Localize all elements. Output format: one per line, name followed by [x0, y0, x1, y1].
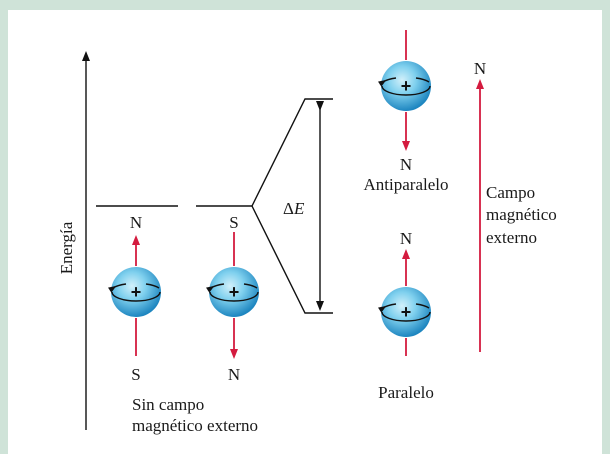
- pole-n-left-top: N: [130, 213, 142, 232]
- field-pole-n: N: [474, 59, 486, 78]
- nucleus-left-down: +: [209, 232, 259, 354]
- parallel-label: Paralelo: [378, 383, 434, 402]
- caption-no-field-line2: magnético externo: [132, 416, 258, 435]
- field-label-line1: Campo: [486, 183, 535, 202]
- nucleus-plus: +: [401, 76, 412, 96]
- nucleus-plus: +: [131, 282, 142, 302]
- antiparallel-label: Antiparalelo: [364, 175, 449, 194]
- nucleus-plus: +: [229, 282, 240, 302]
- nucleus-left-up: +: [111, 240, 161, 356]
- pole-s-right-top: S: [229, 213, 238, 232]
- field-label-line3: externo: [486, 228, 537, 247]
- field-label-line2: magnético: [486, 205, 557, 224]
- delta-e-label: ΔE: [283, 199, 305, 218]
- nucleus-antiparallel: +: [381, 30, 431, 146]
- nucleus-plus: +: [401, 302, 412, 322]
- pole-s-left-bottom: S: [131, 365, 140, 384]
- caption-no-field-line1: Sin campo: [132, 395, 204, 414]
- antiparallel-pole-n: N: [400, 155, 412, 174]
- energy-axis-label: Energía: [57, 221, 76, 274]
- pole-n-right-bottom: N: [228, 365, 240, 384]
- parallel-pole-n: N: [400, 229, 412, 248]
- nucleus-parallel: +: [381, 254, 431, 356]
